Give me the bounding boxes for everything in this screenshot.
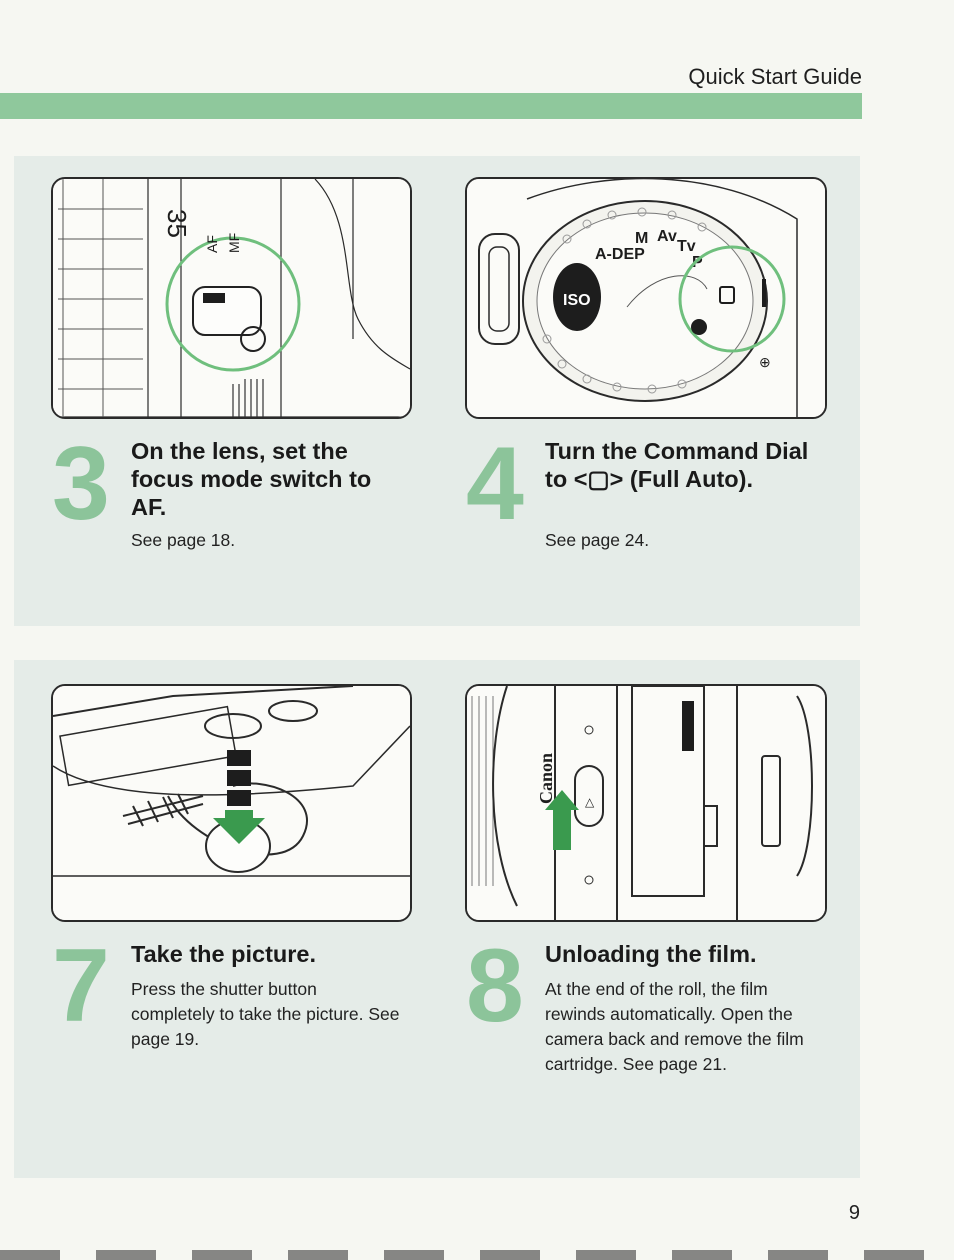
svg-text:△: △ bbox=[585, 795, 595, 809]
svg-text:A-DEP: A-DEP bbox=[595, 246, 645, 263]
svg-text:M: M bbox=[635, 230, 648, 247]
step-4-body: See page 24. bbox=[545, 530, 650, 550]
step-7-body: Press the shutter button completely to t… bbox=[131, 979, 400, 1049]
step-3-number: 3 bbox=[52, 426, 110, 542]
bottom-edge bbox=[0, 1250, 954, 1260]
step-7-number: 7 bbox=[52, 928, 110, 1044]
step-8-title: Unloading the film. bbox=[545, 941, 757, 967]
step-8-body: At the end of the roll, the film rewinds… bbox=[545, 979, 804, 1074]
step-3-body: See page 18. bbox=[131, 530, 236, 550]
page-number: 9 bbox=[848, 1202, 860, 1224]
svg-text:P: P bbox=[692, 254, 703, 271]
running-header: Quick Start Guide bbox=[688, 64, 862, 89]
step-3-title: On the lens, set the focus mode switch t… bbox=[131, 438, 372, 520]
svg-text:Tv: Tv bbox=[677, 238, 696, 255]
focal-length-label: 35 bbox=[162, 209, 192, 238]
iso-mark: ISO bbox=[563, 292, 591, 309]
lens-focus-switch-illustration: 35 AF MF bbox=[51, 177, 412, 419]
step-4-number: 4 bbox=[466, 426, 524, 542]
camera-back-illustration: Canon △ bbox=[465, 684, 827, 922]
command-dial-illustration: ISO A-DEP M Av Tv P ⊕ bbox=[465, 177, 827, 419]
step-7-title: Take the picture. bbox=[131, 941, 317, 967]
svg-text:MF: MF bbox=[226, 233, 242, 253]
step-8-number: 8 bbox=[466, 928, 524, 1044]
canon-logo: Canon bbox=[536, 753, 556, 804]
step-4-title: Turn the Command Dial to <▢> (Full Auto)… bbox=[545, 438, 809, 492]
header-band bbox=[0, 93, 862, 119]
svg-text:⊕: ⊕ bbox=[759, 354, 771, 370]
svg-text:AF: AF bbox=[204, 235, 220, 253]
shutter-button-illustration bbox=[51, 684, 412, 922]
svg-text:Av: Av bbox=[657, 228, 677, 245]
